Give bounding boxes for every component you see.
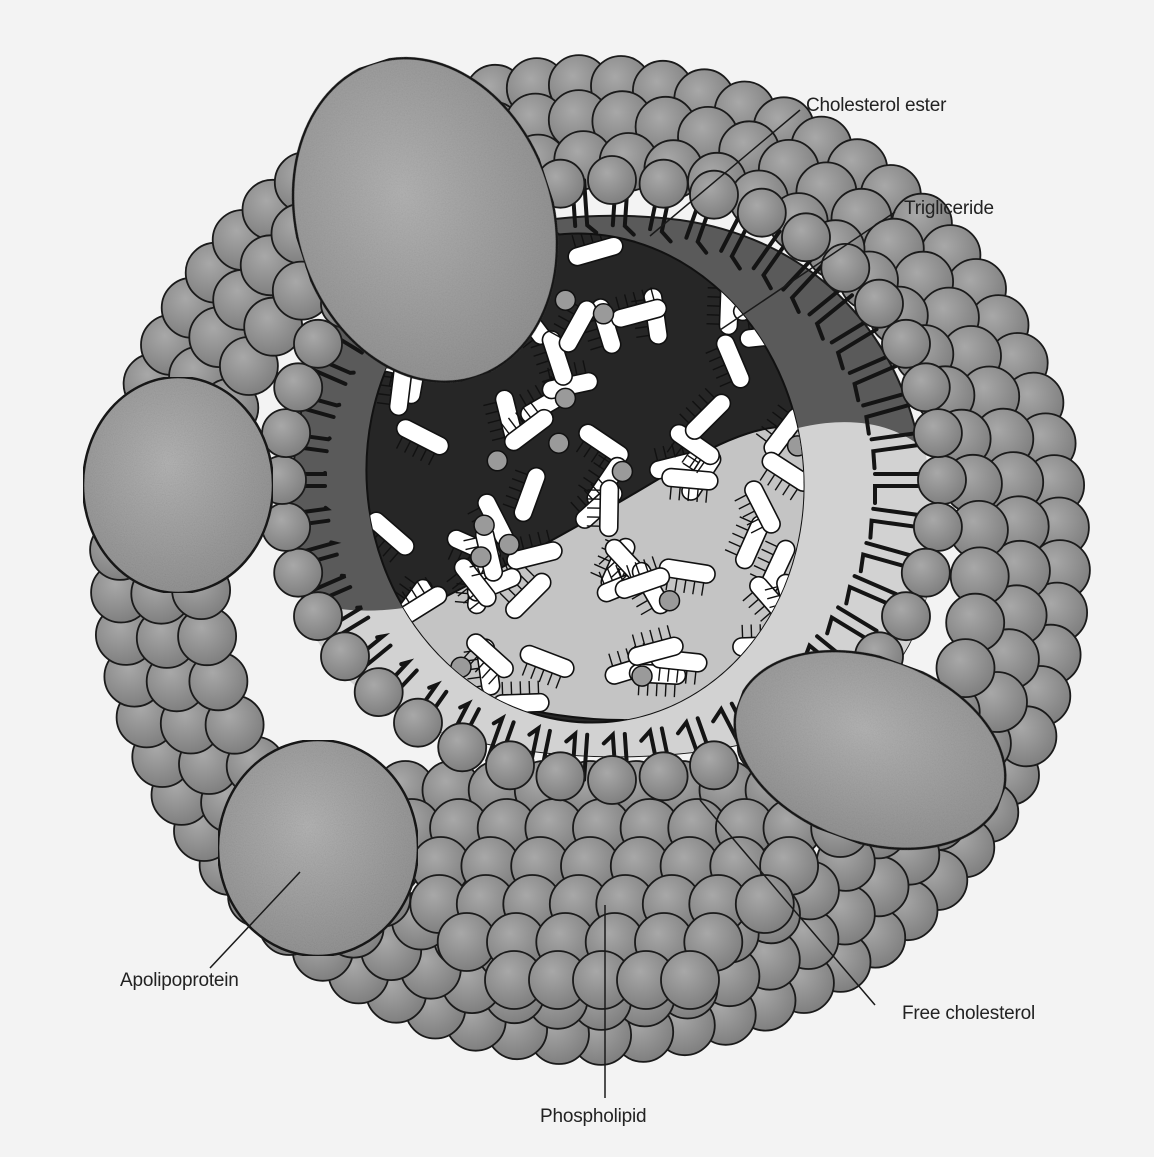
- cholesterol-ester-molecule: [487, 451, 507, 471]
- phospholipid-head: [486, 741, 534, 789]
- cholesterol-ester-molecule: [660, 591, 680, 611]
- cholesterol-ester-molecule: [474, 515, 494, 535]
- cholesterol-ester-molecule: [471, 547, 491, 567]
- phospholipid-head: [738, 189, 786, 237]
- cholesterol-ester-molecule: [555, 290, 575, 310]
- label-triglyceride: Trigliceride: [904, 198, 994, 220]
- phospholipid-head: [855, 280, 903, 328]
- phospholipid-head: [588, 756, 636, 804]
- phospholipid-head: [640, 160, 688, 208]
- phospholipid-head: [588, 156, 636, 204]
- phospholipid-head: [262, 409, 310, 457]
- phospholipid-head: [902, 363, 950, 411]
- phospholipid-head: [690, 171, 738, 219]
- phospholipid-head: [536, 752, 584, 800]
- cholesterol-ester-molecule: [632, 666, 652, 686]
- phospholipid-head: [882, 592, 930, 640]
- phospholipid-head: [394, 699, 442, 747]
- phospholipid-head: [914, 409, 962, 457]
- phospholipid-head: [294, 592, 342, 640]
- phospholipid-head: [914, 503, 962, 551]
- phospholipid-head: [661, 951, 719, 1009]
- phospholipid-head: [438, 723, 486, 771]
- phospholipid-head: [690, 741, 738, 789]
- phospholipid-head: [274, 363, 322, 411]
- phospholipid-head: [902, 549, 950, 597]
- phospholipid-head: [294, 320, 342, 368]
- phospholipid-head: [736, 875, 794, 933]
- label-apolipoprotein: Apolipoprotein: [120, 970, 239, 992]
- label-cholesterol-ester: Cholesterol ester: [806, 95, 946, 117]
- cholesterol-ester-molecule: [549, 433, 569, 453]
- cholesterol-ester-molecule: [612, 462, 632, 482]
- cholesterol-ester-molecule: [555, 388, 575, 408]
- cholesterol-ester-molecule: [594, 304, 614, 324]
- cholesterol-ester-molecule: [499, 535, 519, 555]
- label-free-cholesterol: Free cholesterol: [902, 1003, 1035, 1025]
- phospholipid-head: [821, 244, 869, 292]
- phospholipid-head: [782, 213, 830, 261]
- phospholipid-head: [321, 632, 369, 680]
- apolipoprotein-bottom-left: [218, 740, 418, 956]
- phospholipid-head: [355, 668, 403, 716]
- phospholipid-head: [918, 456, 966, 504]
- label-phospholipid: Phospholipid: [540, 1106, 646, 1128]
- phospholipid-head: [882, 320, 930, 368]
- phospholipid-head: [640, 752, 688, 800]
- phospholipid-head: [274, 549, 322, 597]
- apolipoprotein-left: [83, 377, 273, 593]
